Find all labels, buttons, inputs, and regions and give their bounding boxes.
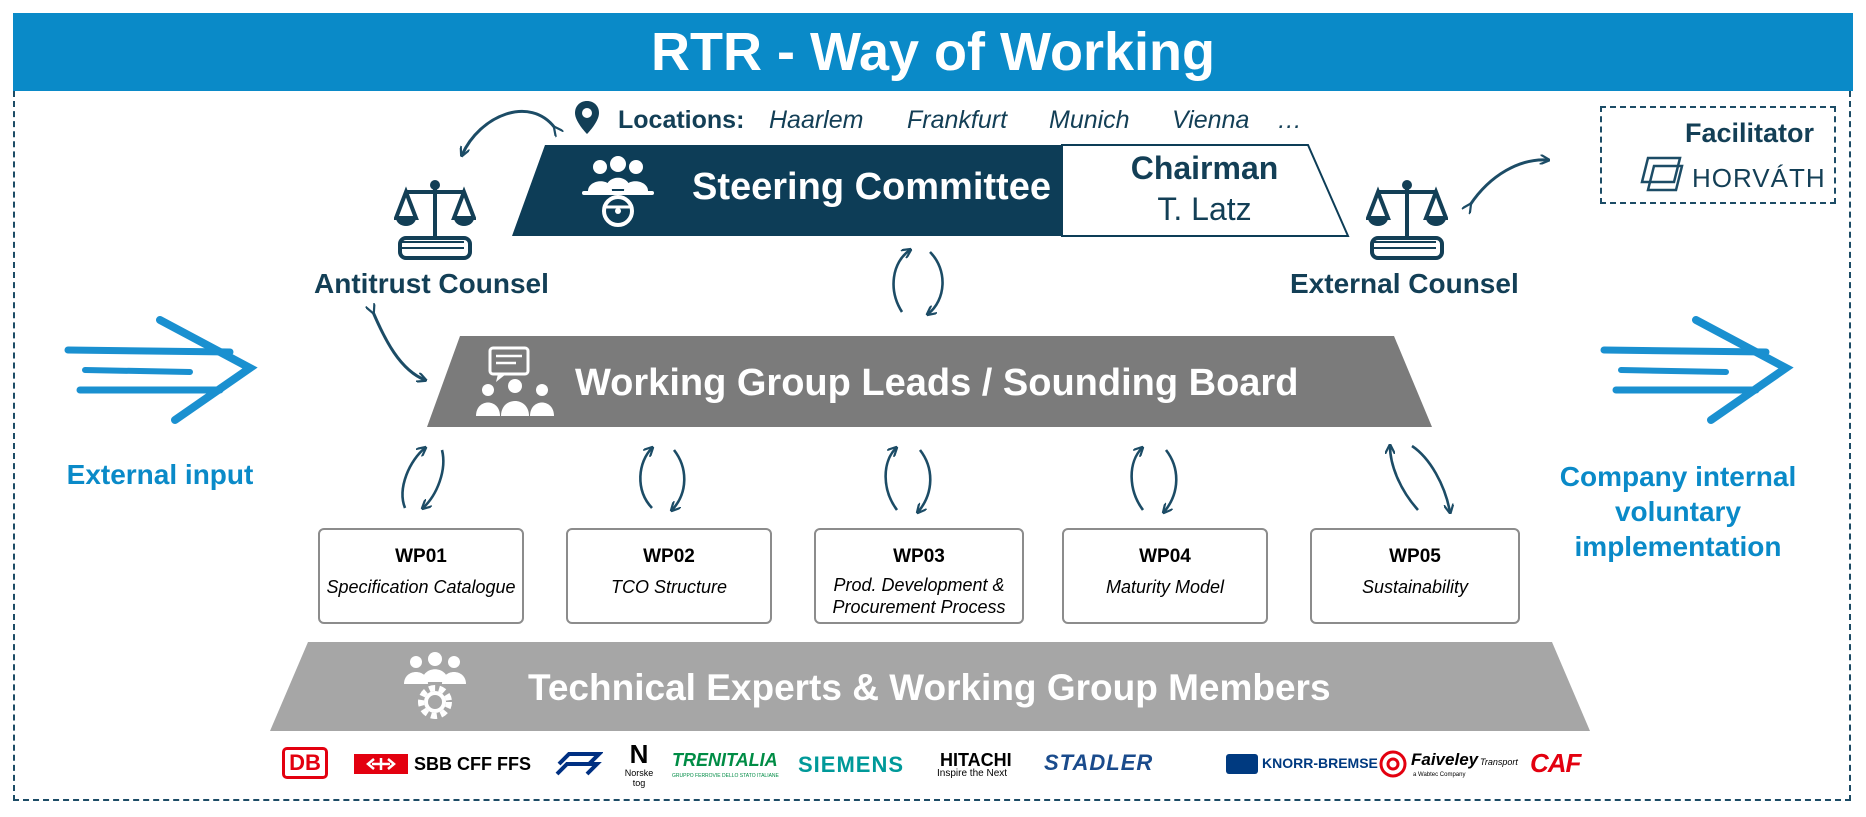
wp-id: WP05 <box>1389 546 1441 567</box>
location-city: Vienna <box>1172 106 1250 134</box>
steering-committee-shape <box>512 145 1062 236</box>
cycle-arrows-steering <box>892 250 944 314</box>
steering-committee-icon <box>582 156 654 227</box>
ns-logo-text: NS <box>1 1 2 2</box>
external-input-label: External input <box>66 459 254 490</box>
norske-tog-logo: Norske tog <box>624 768 654 788</box>
db-logo: DB <box>282 747 328 779</box>
wp-name: Specification Catalogue <box>326 577 516 597</box>
cycle-arrows-wp02 <box>639 448 686 510</box>
page-title: RTR - Way of Working <box>651 22 1215 82</box>
horvath-logo-text: HORVÁTH <box>1692 163 1826 193</box>
sbb-arrows-icon <box>366 758 396 770</box>
faiveley-logo-transport: Transport <box>1480 757 1518 767</box>
hitachi-logo-tagline: Inspire the Next <box>937 768 1008 779</box>
cycle-arrows-wp04 <box>1130 448 1178 512</box>
trenitalia-logo: TRENITALIA <box>672 750 778 770</box>
arrow-external-facilitator <box>1470 160 1548 205</box>
sbb-logo-mark <box>354 754 408 774</box>
wp-id: WP02 <box>643 546 695 567</box>
wp-id: WP01 <box>395 546 447 567</box>
facilitator-label: Facilitator <box>1684 118 1814 148</box>
cycle-arrows-wp01 <box>401 448 445 508</box>
working-group-band-shape <box>427 336 1432 427</box>
siemens-logo: SIEMENS <box>798 752 905 777</box>
steering-committee-label: Steering Committee <box>692 166 1051 208</box>
external-input-arrow <box>64 316 258 424</box>
wp-name: Sustainability <box>1361 577 1469 597</box>
arrow-locations-antitrust <box>462 109 555 155</box>
team-gear-icon <box>404 652 466 719</box>
wp-id: WP04 <box>1139 546 1191 567</box>
technical-experts-label: Technical Experts & Working Group Member… <box>528 667 1331 708</box>
facilitator-box: Facilitator HORVÁTH <box>1600 106 1836 204</box>
work-package-box: WP04 Maturity Model <box>1062 528 1268 624</box>
location-pin-icon <box>575 101 599 134</box>
company-internal-arrow <box>1600 316 1794 424</box>
company-internal-line: voluntary <box>1614 496 1742 527</box>
arrow-antitrust-working-group <box>373 312 425 380</box>
work-package-box: WP03 Prod. Development & Procurement Pro… <box>814 528 1024 624</box>
locations-label: Locations: <box>618 106 745 134</box>
diagram-frame <box>13 91 1851 801</box>
external-counsel-label: External Counsel <box>1290 268 1519 299</box>
working-group-label: Working Group Leads / Sounding Board <box>575 362 1299 404</box>
location-city: Munich <box>1049 106 1130 134</box>
faiveley-logo: Faiveley <box>1411 750 1479 769</box>
sbb-logo: SBB CFF FFS <box>414 754 531 774</box>
scales-icon <box>394 180 476 260</box>
scales-icon <box>1366 180 1448 260</box>
faiveley-logo-icon <box>1379 750 1407 778</box>
wp-name: Maturity Model <box>1105 577 1225 597</box>
company-internal-line: Company internal <box>1559 461 1797 492</box>
work-package-box: WP01 Specification Catalogue <box>318 528 524 624</box>
trenitalia-logo-sub: GRUPPO FERROVIE DELLO STATO ITALIANE <box>672 773 779 779</box>
cycle-arrows-wp05 <box>1390 446 1450 512</box>
technical-experts-band-shape <box>270 642 1590 731</box>
knorr-bremse-logo: KNORR-BREMSE <box>1262 755 1378 771</box>
title-bar: RTR - Way of Working <box>13 13 1853 91</box>
caf-logo: CAF <box>1530 748 1581 778</box>
work-package-box: WP02 TCO Structure <box>566 528 772 624</box>
location-city: … <box>1277 106 1302 134</box>
chairman-title: Chairman <box>1130 150 1279 186</box>
hitachi-logo: HITACHI <box>940 750 1012 770</box>
wp-name: Prod. Development & Procurement Process <box>832 575 1006 617</box>
knorr-logo-mark <box>1226 754 1258 774</box>
wp-name: TCO Structure <box>610 577 728 597</box>
location-city: Frankfurt <box>907 106 1008 134</box>
horvath-logo-icon <box>1640 156 1684 192</box>
antitrust-counsel-label: Antitrust Counsel <box>314 268 549 299</box>
company-internal-label: Company internal voluntary implementatio… <box>1530 459 1826 564</box>
discussion-group-icon <box>476 346 554 416</box>
work-package-box: WP05 Sustainability <box>1310 528 1520 624</box>
chairman-name: T. Latz <box>1157 191 1252 227</box>
chairman-shape <box>1061 144 1350 237</box>
wp-id: WP03 <box>893 546 945 567</box>
ns-logo <box>555 752 603 776</box>
faiveley-logo-sub: a Wabtec Company <box>1413 772 1466 778</box>
cycle-arrows-wp03 <box>884 448 932 512</box>
location-city: Haarlem <box>769 106 864 134</box>
stadler-logo: STADLER <box>1044 750 1154 775</box>
company-internal-line: implementation <box>1574 531 1782 562</box>
norske-tog-logo-mark: N <box>629 739 649 769</box>
